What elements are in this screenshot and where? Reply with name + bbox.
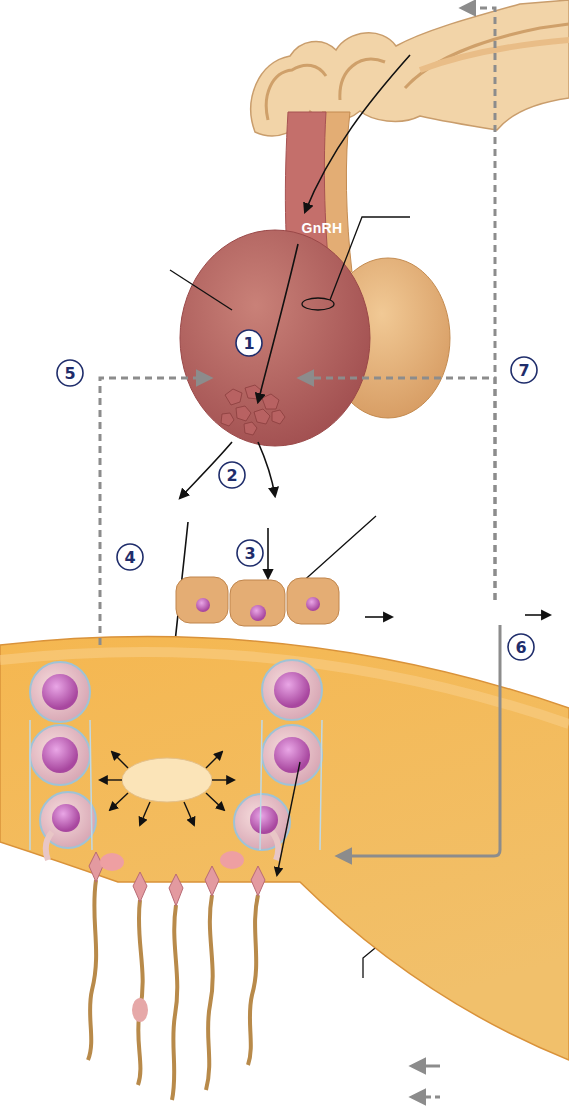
seminiferous-tubule (0, 652, 569, 724)
callout-circle (57, 360, 83, 386)
inhibition-arrow (100, 8, 495, 645)
hormone-arrow (365, 616, 392, 618)
sperm (206, 895, 213, 1090)
sperm (132, 998, 148, 1022)
stimulation-arrow (338, 625, 500, 856)
spermatogenic-cell (30, 725, 90, 785)
sertoli-cell (122, 758, 212, 802)
hormone-arrow (258, 244, 298, 402)
sperm (100, 853, 124, 871)
callout-circle (511, 357, 537, 383)
spermatogenic-cell (262, 660, 322, 720)
callout-number: 6 (515, 640, 526, 656)
callout-number: 1 (243, 336, 254, 352)
sertoli-cell (122, 758, 212, 802)
stimulation-arrow (184, 802, 194, 825)
stimulation-arrow (277, 762, 300, 875)
sperm (172, 905, 177, 1100)
interstitial-cell (176, 577, 228, 623)
seminiferous-tubule (0, 637, 569, 1060)
hormone-label: GnRH (302, 221, 343, 235)
legend-sample (412, 1096, 440, 1099)
sperm (138, 900, 143, 1085)
inhibition-arrow (300, 378, 495, 600)
stimulation-arrow (206, 793, 224, 810)
spermatogenic-cell (30, 720, 322, 850)
spermatogenic-cell (42, 674, 78, 710)
anterior-pituitary (180, 112, 370, 446)
stimulation-arrow (338, 625, 500, 856)
anterior-pituitary (180, 230, 370, 446)
legend-sample (412, 1066, 440, 1097)
legend-sample (412, 1065, 440, 1068)
hormone-arrow (267, 528, 269, 578)
spermatogenic-cell (274, 737, 310, 773)
spermatogenic-cell (274, 672, 310, 708)
spermatogenic-cell (30, 662, 90, 722)
leader-line (302, 298, 334, 310)
anterior-pituitary (221, 385, 285, 435)
interstitial-cell (230, 580, 285, 626)
hormone-arrow (258, 442, 275, 496)
callout-number: 2 (226, 468, 237, 484)
callout-circle (508, 634, 534, 660)
callout-circle (57, 330, 537, 660)
sperm (248, 895, 258, 1065)
spermatogenic-cell (250, 806, 278, 834)
callout-circle (117, 544, 143, 570)
callout-circle (219, 462, 245, 488)
sperm (220, 851, 244, 869)
spermatogenic-cell (52, 804, 80, 832)
seminiferous-tubule (0, 637, 569, 1060)
sperm (89, 852, 265, 906)
hormone-arrow (305, 55, 410, 212)
spermatogenic-cell (262, 725, 322, 785)
sperm (88, 851, 265, 1100)
interstitial-cell (287, 578, 339, 624)
interstitial-cell (176, 577, 339, 626)
callout-number: 4 (124, 550, 135, 566)
callout-circle (236, 330, 262, 356)
stimulation-arrow (140, 802, 150, 825)
callout-number: 5 (64, 366, 75, 382)
hypothalamus (266, 24, 569, 120)
hormone-arrow (525, 614, 550, 616)
stimulation-arrow (206, 752, 222, 768)
callout-circle (237, 540, 263, 566)
stimulation-arrow (212, 779, 234, 780)
spermatogenic-cell (234, 794, 290, 850)
inhibition-arrow (462, 8, 495, 600)
hormone-arrow (168, 55, 550, 720)
stimulation-arrow (110, 793, 128, 810)
interstitial-cell (196, 598, 210, 612)
sperm (88, 880, 96, 1060)
callout-number: 3 (244, 546, 255, 562)
spermatogenic-cell (42, 737, 78, 773)
interstitial-cell (306, 597, 320, 611)
stimulation-arrow (100, 779, 122, 780)
interstitial-cell (250, 605, 266, 621)
stimulation-arrow (100, 752, 300, 875)
stimulation-arrow (112, 752, 128, 768)
spermatogenic-cell (46, 832, 279, 860)
callout-number: 7 (518, 363, 529, 379)
spermatogenic-cell (30, 660, 322, 860)
leader-line (170, 270, 232, 310)
inhibition-arrow (100, 378, 210, 645)
